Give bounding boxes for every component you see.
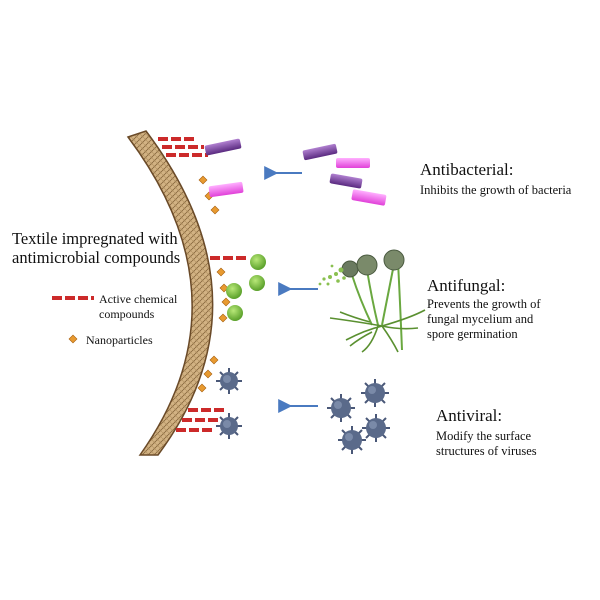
antibacterial-desc: Inhibits the growth of bacteria <box>420 183 572 197</box>
legend-nano-label: Nanoparticles <box>86 333 153 347</box>
virus-free-2 <box>361 379 389 407</box>
spore-attached-1 <box>250 254 266 270</box>
spore-attached-3 <box>226 283 242 299</box>
spore-attached-4 <box>227 305 243 321</box>
antifungal-desc-3: spore germination <box>427 327 518 341</box>
bacterium-purple-1 <box>302 143 338 161</box>
antifungal-heading: Antifungal: <box>427 276 506 295</box>
bacterium-purple-2 <box>329 173 363 189</box>
legend-active-line-1: Active chemical <box>99 292 178 306</box>
antifungal-desc-1: Prevents the growth of <box>427 297 541 311</box>
title-line-1: Textile impregnated with <box>12 229 178 248</box>
bacterium-pink-2 <box>351 189 387 206</box>
antiviral-heading: Antiviral: <box>436 406 503 425</box>
bacterium-pink-attached <box>208 181 244 198</box>
bacterium-purple-attached <box>204 138 242 156</box>
antiviral-desc-1: Modify the surface <box>436 429 532 443</box>
nanoparticles-on-textile <box>197 175 231 393</box>
bacterium-pink-1 <box>336 158 370 168</box>
fungus-illustration <box>318 249 426 353</box>
antiviral-desc-2: structures of viruses <box>436 444 537 458</box>
active-compounds-bottom <box>176 408 225 432</box>
virus-attached-1 <box>216 368 242 394</box>
textile-band <box>126 130 214 456</box>
active-compounds-top <box>158 137 208 157</box>
title-line-2: antimicrobial compounds <box>12 248 181 267</box>
legend-nano-symbol <box>68 334 78 344</box>
virus-free-3 <box>362 414 390 442</box>
virus-free-1 <box>327 394 355 422</box>
legend-active-line-2: compounds <box>99 307 155 321</box>
antibacterial-heading: Antibacterial: <box>420 160 514 179</box>
spore-attached-2 <box>249 275 265 291</box>
antifungal-desc-2: fungal mycelium and <box>427 312 534 326</box>
virus-free-4 <box>338 426 366 454</box>
virus-attached-2 <box>216 413 242 439</box>
